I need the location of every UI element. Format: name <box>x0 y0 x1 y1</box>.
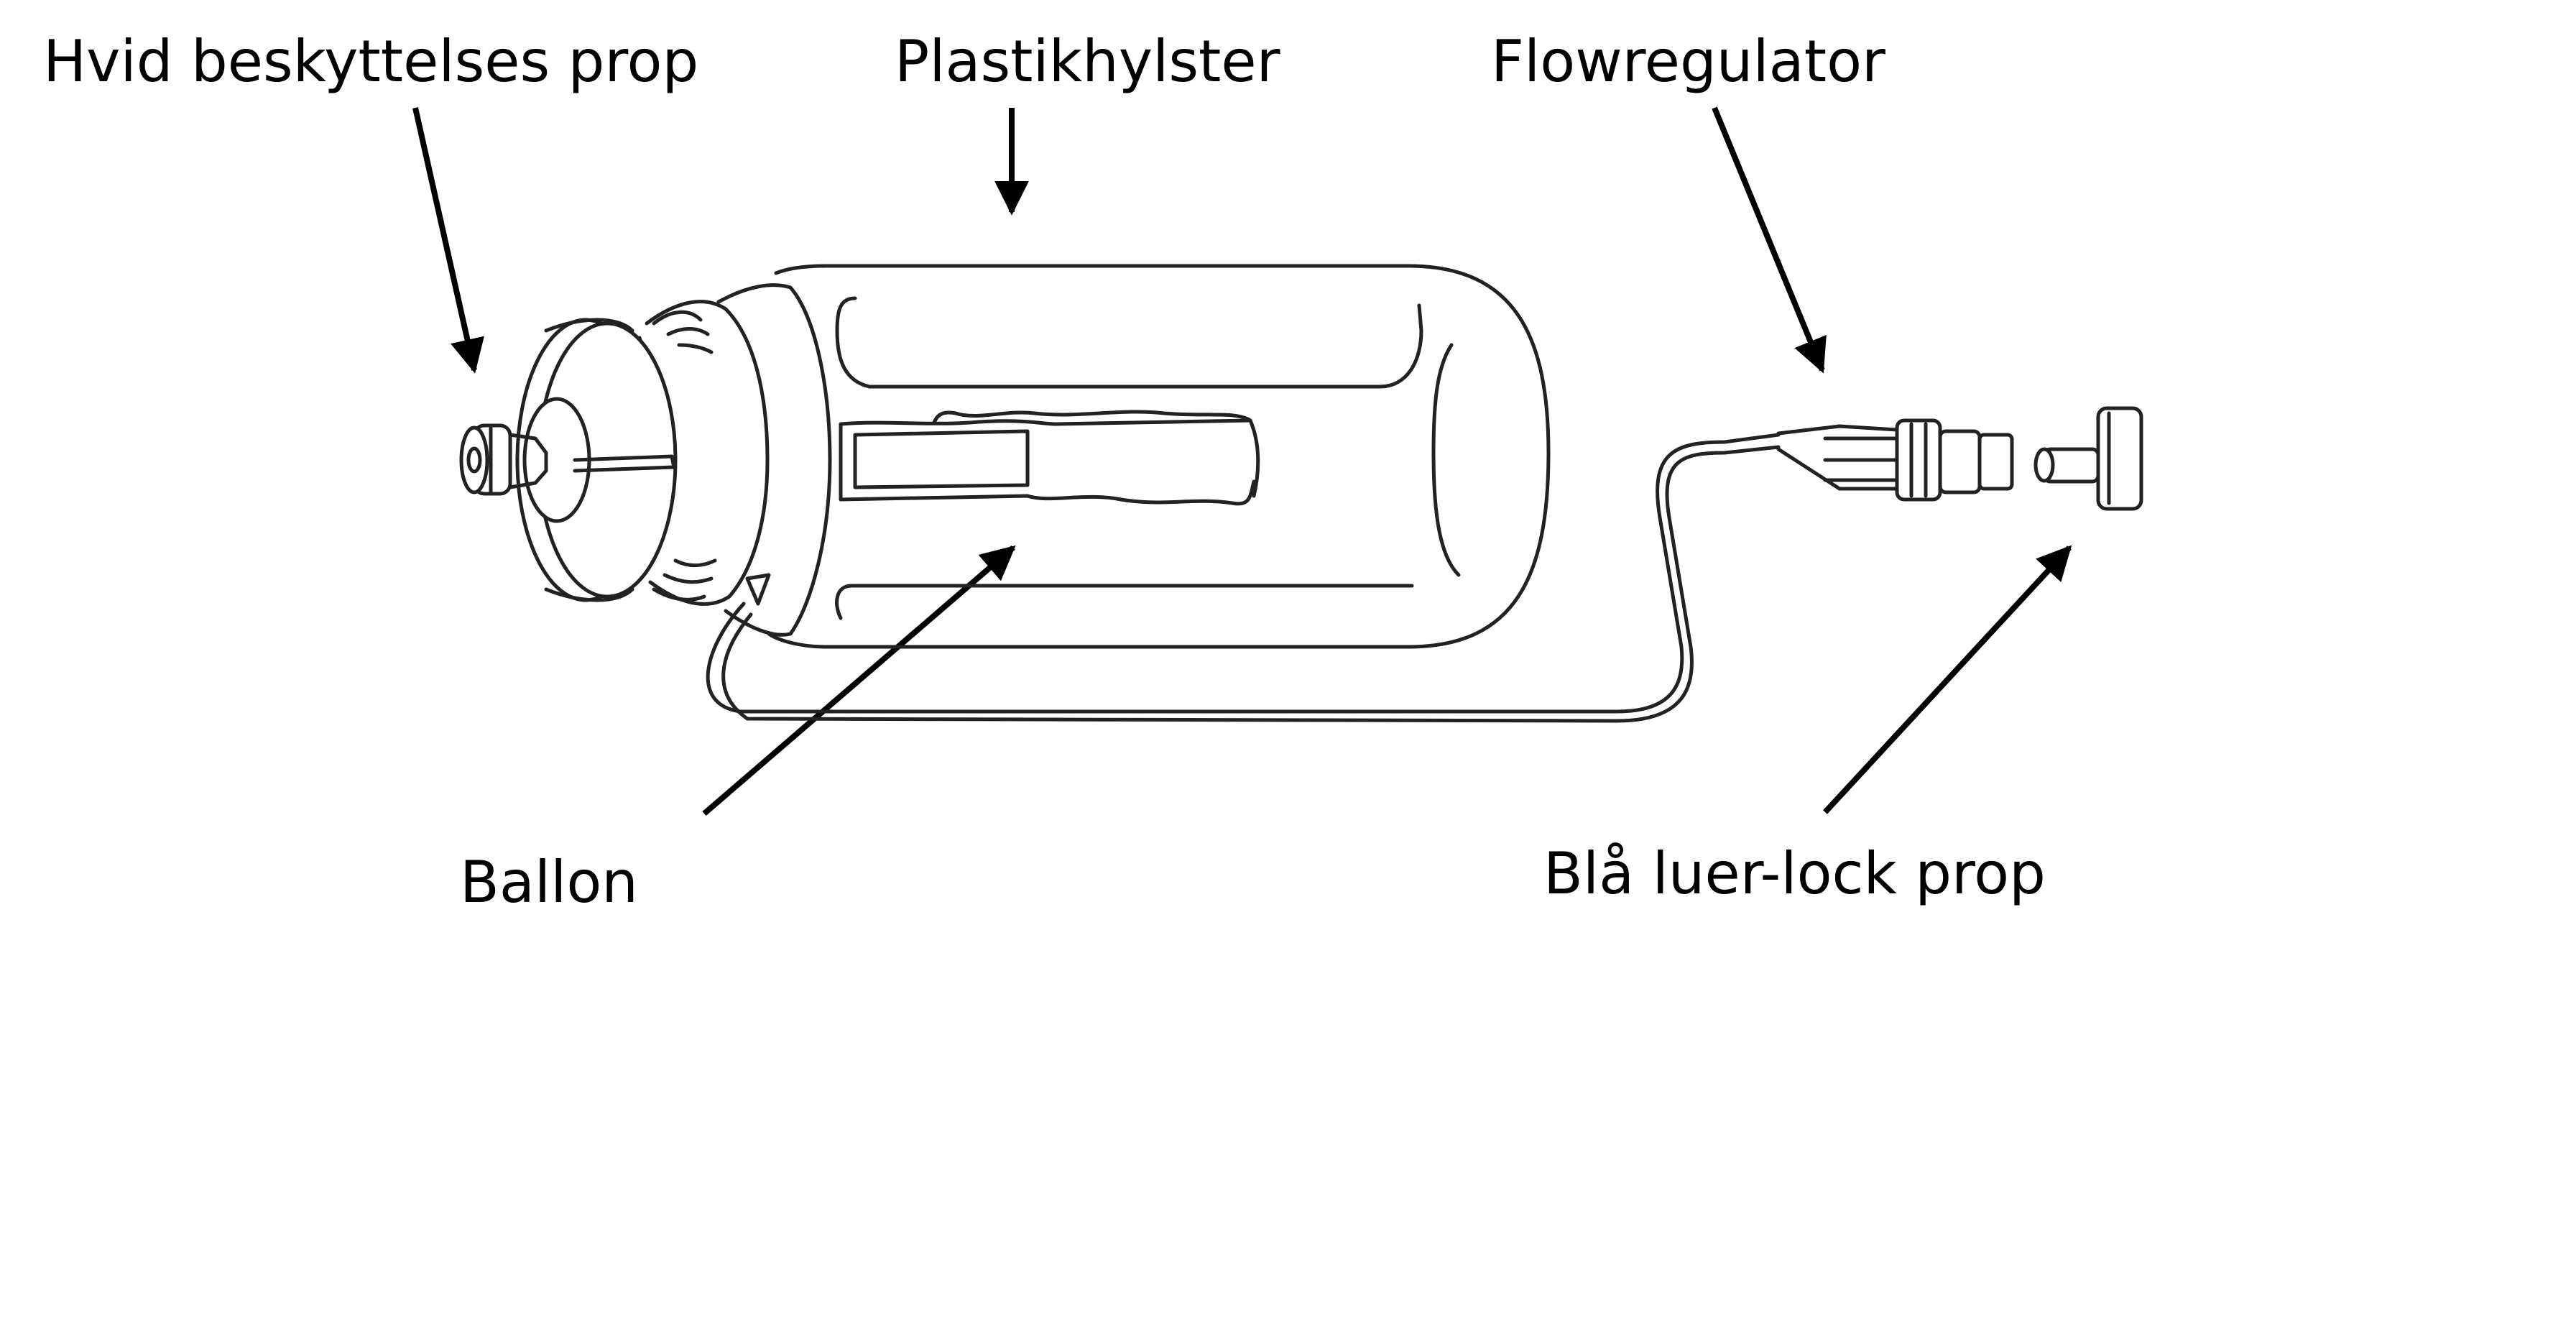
white-cap-nub <box>459 423 548 496</box>
shell-neck <box>716 283 832 637</box>
balloon <box>839 410 1260 506</box>
balloon-arrow <box>702 545 1016 816</box>
white-cap-disk <box>515 318 678 602</box>
tubing <box>706 433 1781 723</box>
blue-luer-lock-cap-arrow <box>1823 545 2072 814</box>
balloon-label: Ballon <box>460 849 638 916</box>
flow-regulator-arrow <box>1712 106 1827 374</box>
blue-luer-lock-cap <box>2033 406 2143 511</box>
white-cap-arrow <box>412 107 484 374</box>
plastic-shell-label: Plastikhylster <box>895 28 1280 95</box>
flow-regulator-label: Flowregulator <box>1491 28 1885 95</box>
pump-device <box>459 264 2143 723</box>
plastic-shell <box>767 264 1551 649</box>
blue-luer-lock-cap-label: Blå luer-lock prop <box>1543 840 2046 907</box>
flow-regulator <box>1776 418 2014 502</box>
callout-arrows <box>412 106 2072 816</box>
white-cap-label: Hvid beskyttelses prop <box>43 28 698 95</box>
